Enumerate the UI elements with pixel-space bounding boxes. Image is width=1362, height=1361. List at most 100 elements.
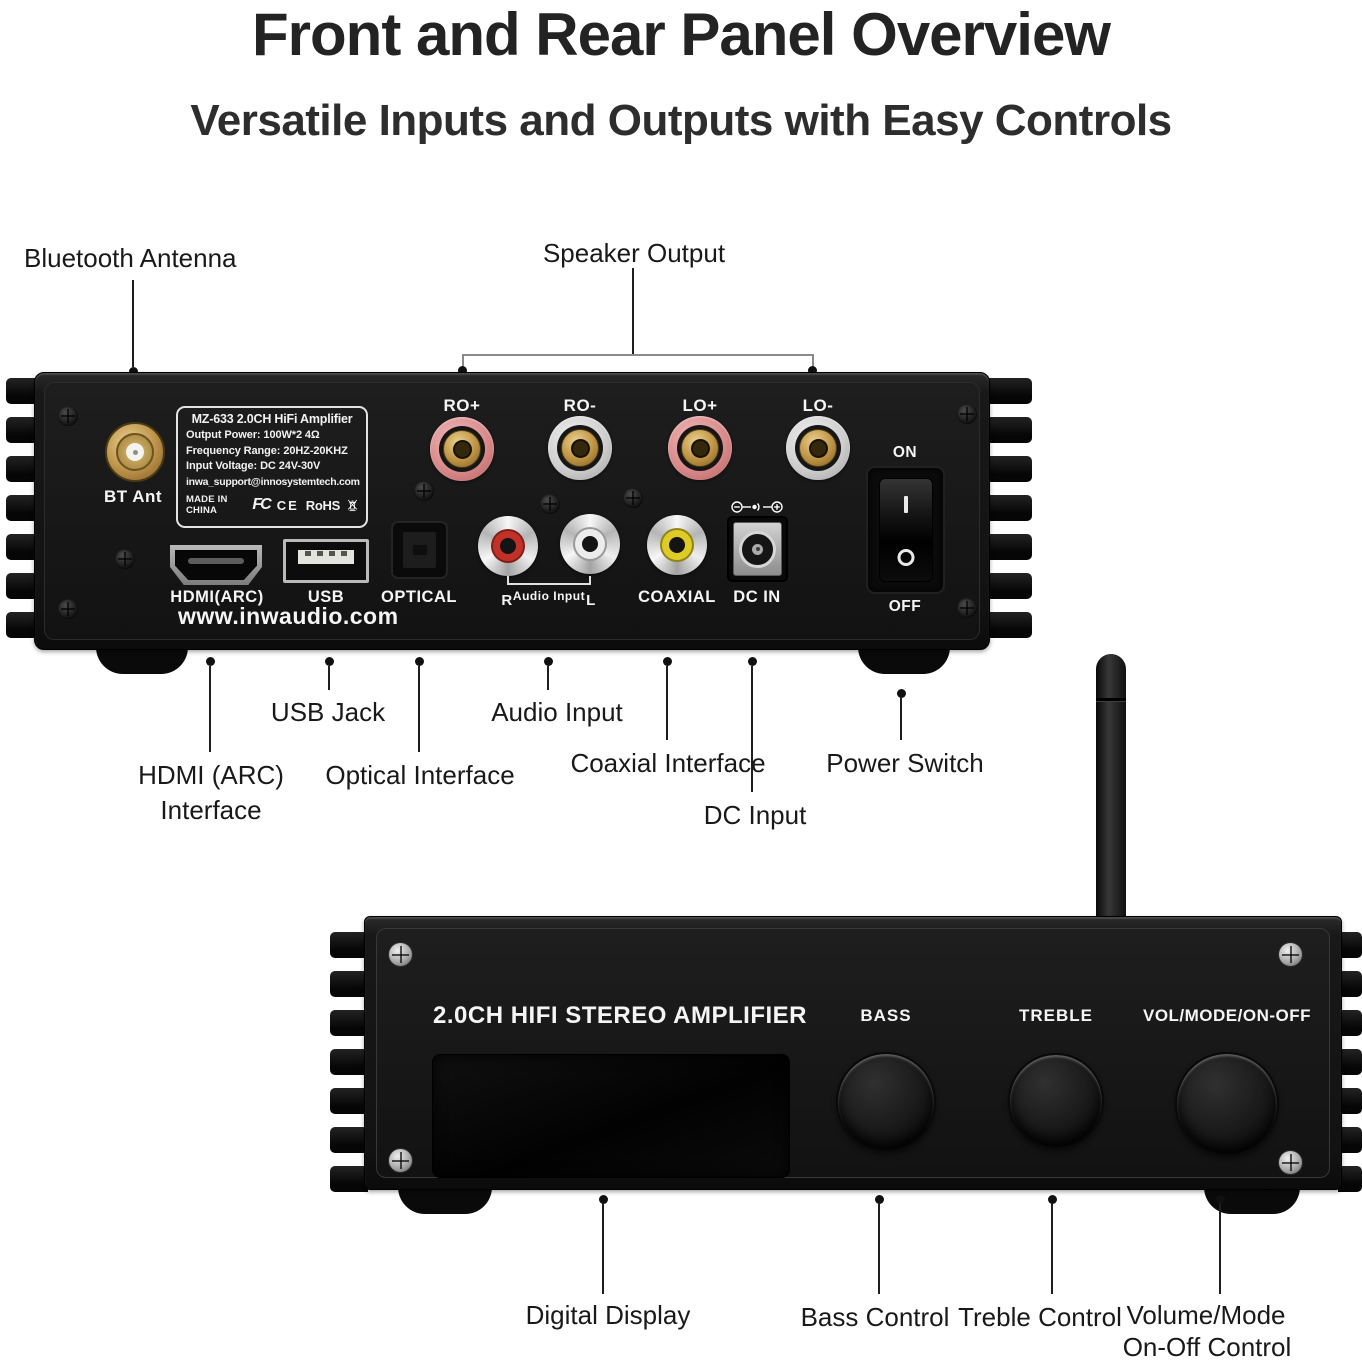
callout-dot <box>415 657 424 666</box>
bt-ant-label: BT Ant <box>103 487 163 506</box>
rohs-logo-icon: RoHS <box>305 497 341 513</box>
callout-line <box>666 666 668 740</box>
callout-dot <box>1216 1195 1225 1204</box>
audio-bracket <box>589 576 591 584</box>
audio-r-label: R <box>501 592 513 609</box>
fcc-logo-icon: FC <box>252 496 271 513</box>
volume-knob <box>1175 1052 1279 1156</box>
callout-dot <box>1048 1195 1057 1204</box>
phillips-screw-icon <box>414 481 434 501</box>
rubber-foot <box>96 647 188 674</box>
binding-post-ro-minus <box>548 416 612 480</box>
heatsink-fin <box>1338 1049 1362 1075</box>
spec-label-box: MZ-633 2.0CH HiFi Amplifier Output Power… <box>176 406 368 528</box>
callout-coaxial-interface: Coaxial Interface <box>570 748 766 778</box>
phillips-screw-icon <box>1278 1150 1303 1175</box>
bass-label: BASS <box>860 1006 912 1025</box>
binding-post-ro-plus <box>430 417 494 481</box>
callout-bracket-drop <box>812 354 814 367</box>
callout-line <box>900 697 902 740</box>
coaxial-label: COAXIAL <box>638 588 716 606</box>
heatsink-fins-right <box>984 378 1032 651</box>
on-label: ON <box>892 444 918 461</box>
heatsink-fin <box>330 971 368 997</box>
callout-dot <box>206 657 215 666</box>
callout-dc-input: DC Input <box>703 800 807 830</box>
bt-antenna-sma-connector <box>105 422 165 482</box>
power-switch <box>866 466 945 594</box>
callout-treble-control: Treble Control <box>958 1302 1122 1332</box>
post-label-lo-minus: LO- <box>802 396 834 415</box>
treble-knob <box>1008 1053 1104 1149</box>
spec-frequency-range: Frequency Range: 20HZ-20KHZ <box>186 444 348 457</box>
spec-output-power: Output Power: 100W*2 4Ω <box>186 429 320 441</box>
rubber-foot <box>858 647 950 674</box>
off-label: OFF <box>888 598 922 615</box>
website-label: www.inwaudio.com <box>178 603 399 629</box>
phillips-screw-icon <box>540 494 560 514</box>
rca-jack-left <box>560 514 620 574</box>
heatsink-fin <box>984 612 1032 638</box>
callout-dot <box>544 657 553 666</box>
audio-input-label: Audio Input <box>512 589 586 603</box>
callout-line <box>602 1203 604 1294</box>
page-title: Front and Rear Panel Overview <box>252 1 1111 68</box>
callout-line <box>1051 1203 1053 1294</box>
heatsink-fin <box>330 932 368 958</box>
heatsink-fin <box>1338 1127 1362 1153</box>
heatsink-fin <box>1338 932 1362 958</box>
optical-port-label: OPTICAL <box>381 588 457 606</box>
spec-title: MZ-633 2.0CH HiFi Amplifier <box>191 412 353 426</box>
heatsink-fin <box>1338 1166 1362 1192</box>
ce-logo-icon: CE <box>276 497 299 513</box>
weee-bin-icon <box>347 499 358 511</box>
optical-port <box>391 521 448 579</box>
hdmi-port <box>170 545 262 585</box>
heatsink-fin <box>330 1088 368 1114</box>
callout-line <box>878 1203 880 1294</box>
rubber-foot <box>398 1187 492 1214</box>
callout-audio-input: Audio Input <box>491 697 623 727</box>
heatsink-fin <box>984 456 1032 482</box>
treble-label: TREBLE <box>1019 1006 1093 1025</box>
phillips-screw-icon <box>115 549 135 569</box>
callout-line <box>418 666 420 752</box>
callout-power-switch: Power Switch <box>826 748 984 778</box>
digital-display <box>432 1054 790 1178</box>
audio-l-label: L <box>586 592 596 609</box>
callout-line <box>328 666 330 690</box>
callout-bluetooth-antenna: Bluetooth Antenna <box>24 243 237 273</box>
callout-line <box>209 666 211 752</box>
callout-volume-mode-line1: Volume/Mode <box>1126 1300 1286 1330</box>
phillips-screw-icon <box>58 406 78 426</box>
power-off-mark <box>897 549 914 566</box>
callout-dot <box>748 657 757 666</box>
callout-dot <box>897 689 906 698</box>
dc-in-label: DC IN <box>733 588 781 606</box>
usb-port <box>283 539 369 583</box>
rca-jack-right <box>478 516 538 576</box>
bluetooth-antenna-rod <box>1096 654 1126 920</box>
phillips-screw-icon <box>388 942 413 967</box>
heatsink-fins-right <box>1338 932 1362 1205</box>
callout-dot <box>808 366 817 375</box>
heatsink-fin <box>984 573 1032 599</box>
callout-digital-display: Digital Display <box>525 1300 691 1330</box>
heatsink-fin <box>984 495 1032 521</box>
phillips-screw-icon <box>623 488 643 508</box>
heatsink-fin <box>330 1127 368 1153</box>
coaxial-jack <box>647 515 707 575</box>
callout-dot <box>458 366 467 375</box>
post-label-ro-minus: RO- <box>563 396 597 415</box>
callout-dot <box>129 367 138 376</box>
power-on-mark <box>903 496 908 513</box>
phillips-screw-icon <box>1278 942 1303 967</box>
callout-line <box>547 666 549 690</box>
callout-line <box>1219 1203 1221 1294</box>
audio-bracket <box>507 583 591 585</box>
heatsink-fin <box>330 1010 368 1036</box>
callout-speaker-output: Speaker Output <box>542 238 726 268</box>
spec-input-voltage: Input Voltage: DC 24V-30V <box>186 460 321 472</box>
callout-line <box>632 268 634 355</box>
made-in-china-label: MADE IN CHINA <box>186 494 228 516</box>
